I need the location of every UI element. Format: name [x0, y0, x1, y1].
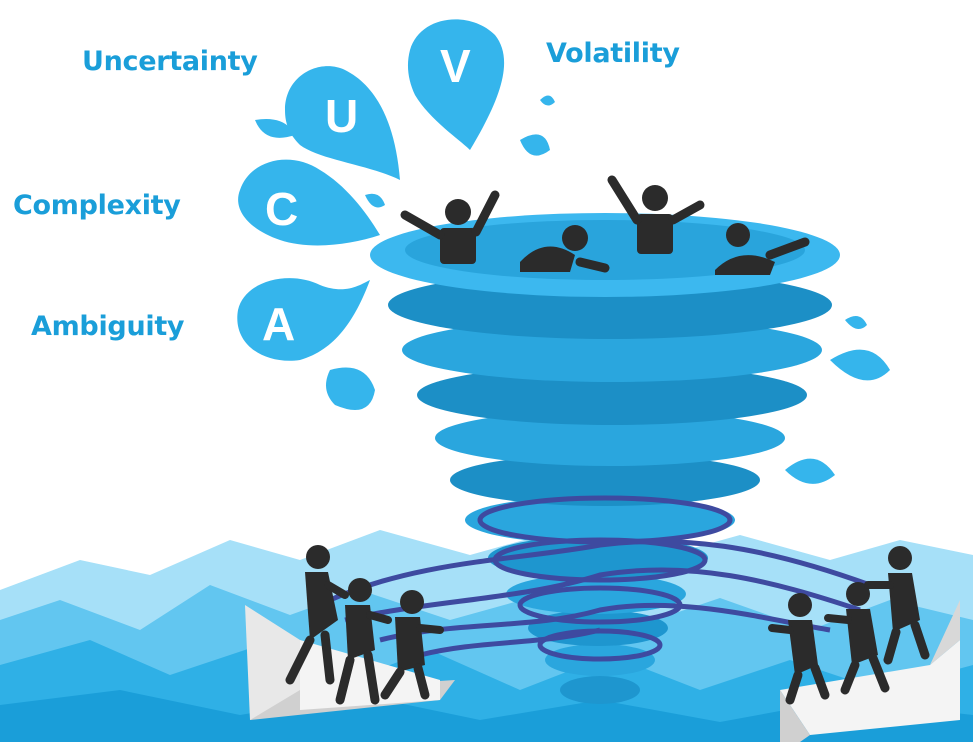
puller-right-1 [768, 593, 830, 705]
label-volatility: Volatility [546, 38, 680, 69]
sea-waves [0, 530, 973, 742]
label-ambiguity: Ambiguity [31, 311, 185, 342]
puller-right-3 [864, 546, 930, 665]
drop-c: C [238, 159, 380, 246]
drop-letter-c: C [265, 183, 298, 235]
drop-a: A [237, 278, 370, 361]
ropes [328, 495, 871, 662]
drop-letter-v: V [440, 40, 471, 92]
swimmer-3 [607, 175, 705, 254]
label-complexity: Complexity [13, 190, 181, 221]
swimmer-1 [400, 190, 500, 264]
rope-pullers-right [768, 546, 930, 705]
rope-pullers-left [285, 545, 444, 705]
puller-left-2 [335, 578, 392, 705]
puller-right-2 [824, 582, 890, 695]
puller-left-1 [285, 545, 349, 685]
swimmer-figures [400, 175, 810, 275]
drop-u: U [285, 66, 400, 180]
swimmer-4 [715, 223, 810, 275]
paper-boat-left [245, 605, 455, 720]
drop-v: V [407, 19, 505, 151]
label-uncertainty: Uncertainty [82, 46, 258, 77]
puller-left-3 [380, 590, 444, 700]
splash-droplets [255, 95, 890, 484]
drop-letter-a: A [262, 298, 295, 350]
swimmer-2 [520, 225, 610, 273]
drop-letter-u: U [325, 90, 358, 142]
